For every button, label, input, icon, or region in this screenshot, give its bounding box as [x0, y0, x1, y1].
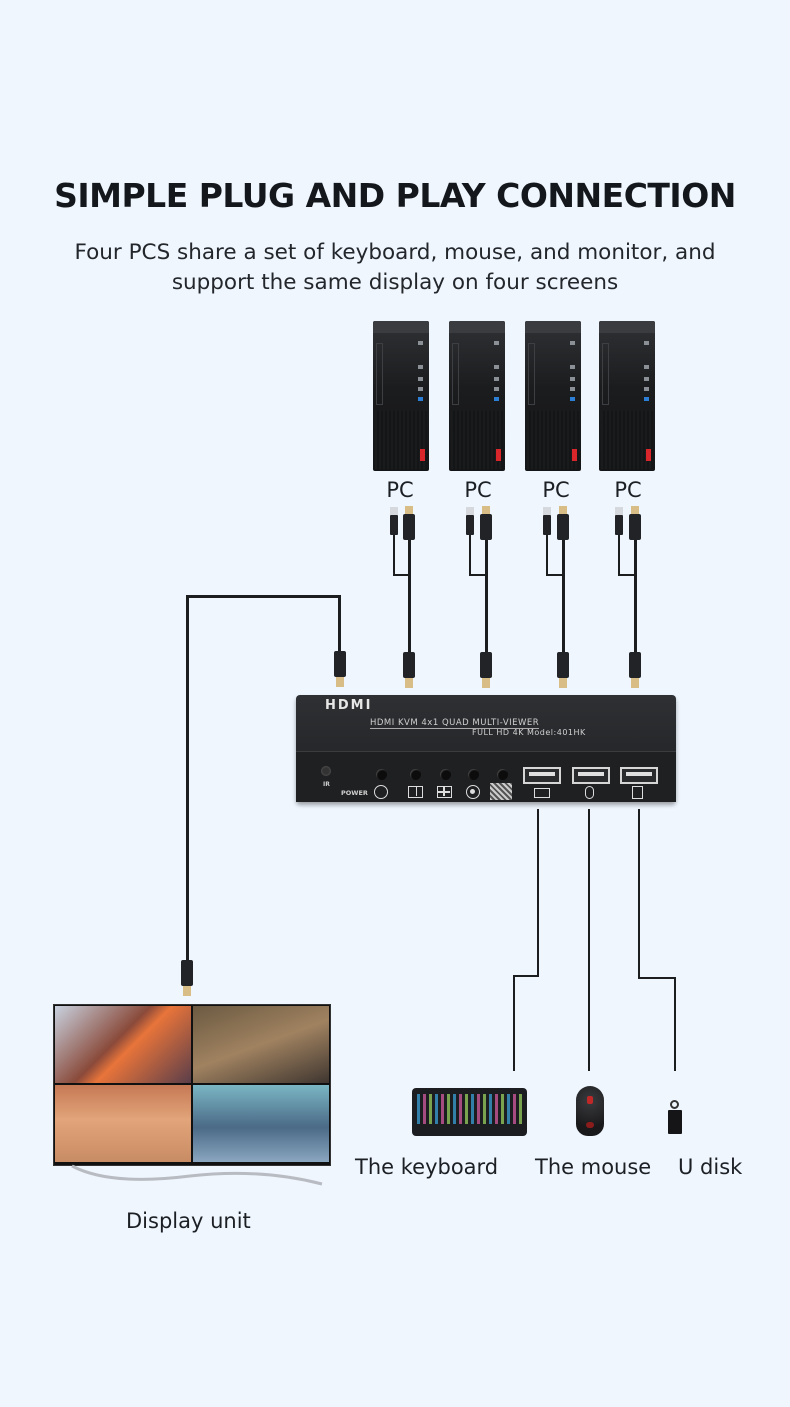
switch-mode-button[interactable] — [376, 769, 387, 780]
keyboard-label: The keyboard — [355, 1155, 499, 1179]
quad-layout-button[interactable] — [440, 769, 451, 780]
mouse-port-icon — [585, 786, 594, 799]
kvm-model-text: HDMI KVM 4x1 QUAD MULTI-VIEWER — [370, 718, 540, 729]
subtitle-line-1: Four PCS share a set of keyboard, mouse,… — [74, 240, 716, 265]
keyboard-usb-port[interactable] — [523, 767, 561, 784]
audio-icon — [466, 785, 480, 799]
switch-mode-icon — [374, 785, 388, 799]
display-unit-label: Display unit — [126, 1209, 251, 1233]
usb-disk-icon — [668, 1100, 682, 1134]
desktop-tower-icon — [373, 321, 429, 471]
desktop-tower-icon — [449, 321, 505, 471]
desktop-tower-icon — [525, 321, 581, 471]
kvm-model-number: FULL HD 4K Model:401HK — [472, 728, 586, 737]
pc-label-4: PC — [614, 478, 642, 502]
power-label: POWER — [341, 789, 368, 797]
kvm-brand-logo: HDMI — [325, 698, 373, 713]
quad-layout-icon — [437, 786, 452, 798]
mouse-icon — [576, 1086, 604, 1136]
subtitle-line-2: support the same display on four screens — [171, 270, 619, 295]
udisk-port-icon — [632, 786, 643, 799]
pip-layout-icon — [408, 786, 423, 798]
hotkey-icon — [490, 783, 512, 800]
monitor-icon — [53, 1004, 331, 1166]
udisk-label: U disk — [678, 1155, 743, 1179]
audio-button[interactable] — [468, 769, 479, 780]
mouse-usb-port[interactable] — [572, 767, 610, 784]
mouse-label: The mouse — [535, 1155, 652, 1179]
page-subtitle: Four PCS share a set of keyboard, mouse,… — [0, 238, 790, 298]
monitor-stand-icon — [71, 1164, 323, 1186]
ir-sensor-icon — [321, 766, 331, 776]
pc-label-3: PC — [542, 478, 570, 502]
udisk-usb-port[interactable] — [620, 767, 658, 784]
pip-layout-button[interactable] — [410, 769, 421, 780]
pc-label-1: PC — [386, 478, 414, 502]
ir-label: IR — [323, 781, 330, 788]
pc-label-2: PC — [464, 478, 492, 502]
desktop-tower-icon — [599, 321, 655, 471]
page-title: SIMPLE PLUG AND PLAY CONNECTION — [54, 176, 736, 215]
hotkey-button[interactable] — [497, 769, 508, 780]
kvm-switch — [296, 695, 676, 802]
keyboard-icon — [412, 1088, 527, 1136]
keyboard-port-icon — [534, 788, 550, 798]
